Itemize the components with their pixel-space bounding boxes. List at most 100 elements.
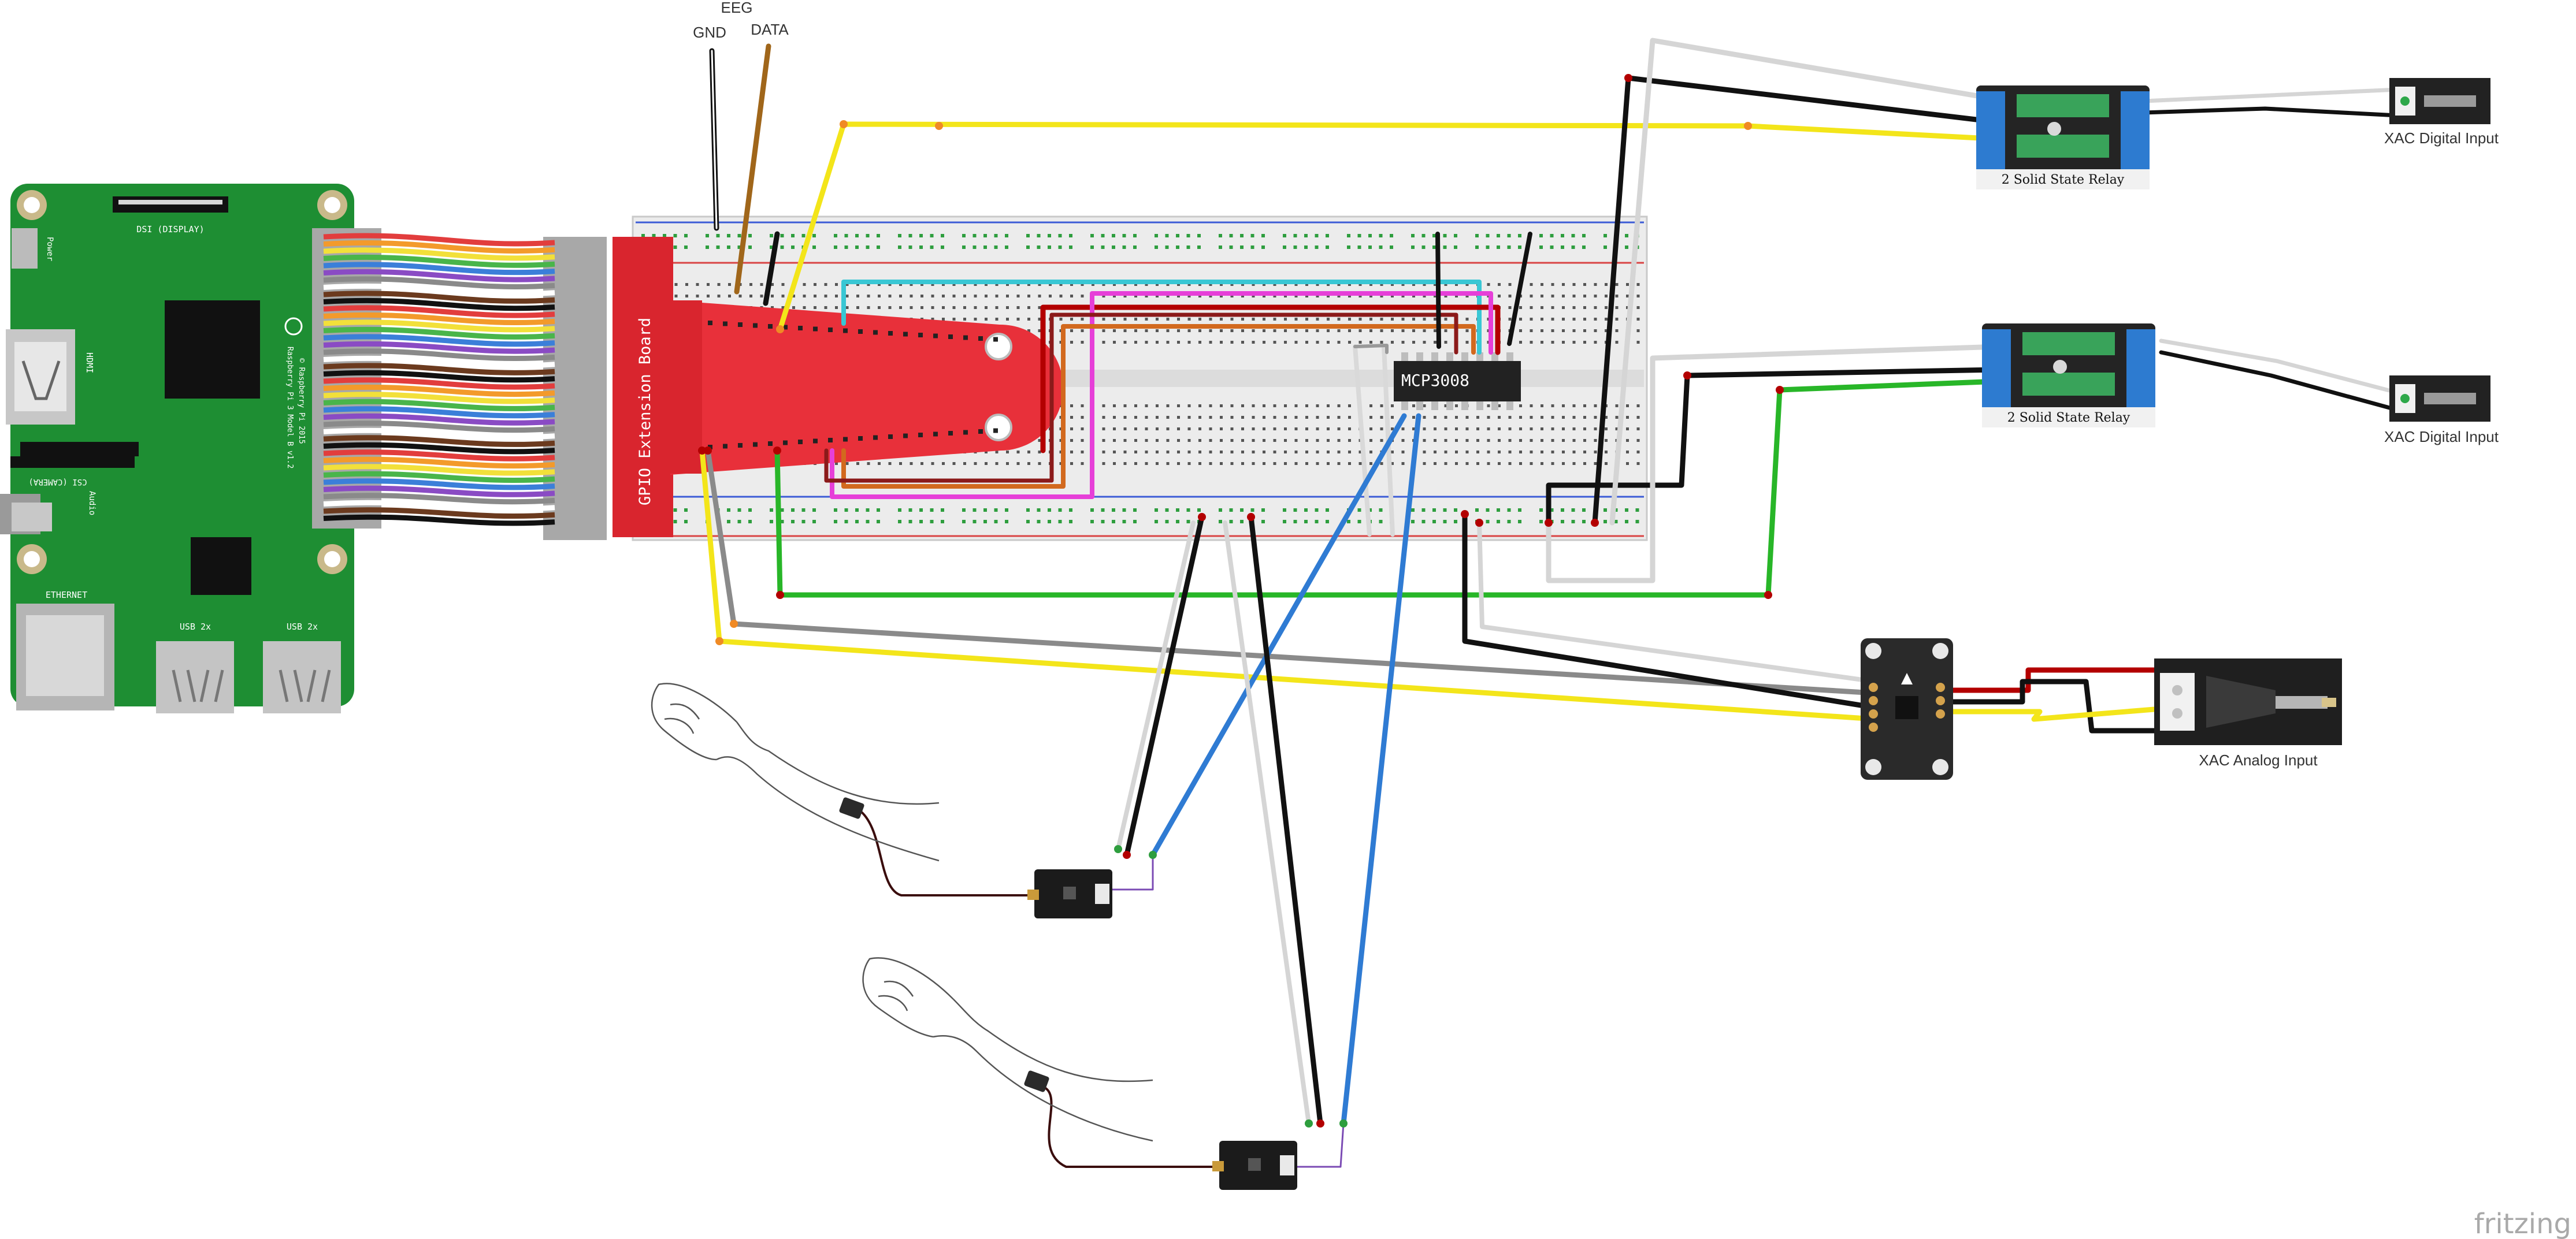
- rail-hole: [1155, 234, 1158, 237]
- rail-hole: [1090, 520, 1094, 523]
- rail-hole: [1261, 234, 1265, 237]
- strip-hole: [1166, 427, 1170, 430]
- strip-hole: [1348, 295, 1351, 297]
- ext-pin: [993, 428, 998, 433]
- rail-hole: [1122, 520, 1126, 523]
- rail-hole: [1454, 520, 1457, 523]
- ribbon-stripe: [323, 464, 555, 476]
- strip-hole: [1134, 404, 1137, 407]
- rail-hole: [770, 234, 773, 237]
- strip-hole: [1156, 427, 1159, 430]
- strip-hole: [867, 295, 870, 297]
- rail-hole: [1090, 508, 1094, 512]
- strip-hole: [1412, 329, 1415, 332]
- strip-hole: [771, 306, 774, 309]
- rail-hole: [1090, 245, 1094, 249]
- strip-hole: [1455, 416, 1458, 419]
- rail-hole: [930, 234, 934, 237]
- raspberry-pi-board-icon: DSI (DISPLAY) Power Raspberry Pi 3 Model…: [0, 184, 354, 713]
- strip-hole: [1519, 462, 1522, 465]
- ext-pin: [948, 431, 953, 436]
- strip-hole: [1123, 462, 1127, 465]
- wire-white-adc: [1477, 520, 1877, 684]
- strip-hole: [1209, 451, 1212, 453]
- strip-hole: [845, 462, 849, 465]
- strip-hole: [1530, 462, 1533, 465]
- ribbon-stripe: [323, 442, 555, 455]
- rail-hole: [919, 508, 923, 512]
- strip-hole: [1123, 427, 1127, 430]
- strip-hole: [1434, 283, 1437, 286]
- rail-hole: [1635, 520, 1639, 523]
- strip-hole: [1220, 318, 1223, 321]
- rail-hole: [973, 520, 977, 523]
- strip-hole: [1134, 427, 1137, 430]
- strip-hole: [910, 295, 913, 297]
- strip-hole: [1294, 427, 1298, 430]
- rail-hole: [770, 508, 773, 512]
- strip-hole: [1273, 416, 1276, 419]
- rail-hole: [1283, 520, 1286, 523]
- strip-hole: [1498, 295, 1501, 297]
- wire-black-chip-2: [1507, 232, 1532, 346]
- strip-hole: [1198, 462, 1201, 465]
- ext-pin: [978, 336, 983, 341]
- ribbon-stripe: [323, 500, 555, 512]
- strip-hole: [1337, 404, 1341, 407]
- wire-joint: [1744, 122, 1752, 130]
- strip-hole: [1145, 341, 1148, 344]
- strip-hole: [1230, 416, 1234, 419]
- strip-hole: [1434, 329, 1437, 332]
- strip-hole: [1605, 306, 1608, 309]
- rail-hole: [994, 508, 998, 512]
- strip-hole: [1241, 427, 1244, 430]
- rail-hole: [1432, 245, 1436, 249]
- rail-hole: [941, 245, 944, 249]
- rail-hole: [834, 234, 837, 237]
- strip-hole: [1273, 295, 1276, 297]
- strip-hole: [1038, 439, 1041, 442]
- wire-cyan: [841, 280, 1482, 355]
- rail-hole: [1133, 508, 1137, 512]
- strip-hole: [1380, 427, 1383, 430]
- strip-hole: [1348, 283, 1351, 286]
- strip-hole: [1027, 329, 1030, 332]
- rail-hole: [1069, 520, 1072, 523]
- rail-hole: [716, 234, 720, 237]
- rail-hole: [780, 245, 784, 249]
- strip-hole: [1156, 329, 1159, 332]
- strip-hole: [1551, 283, 1554, 286]
- wire-joint: [1305, 1119, 1313, 1128]
- rail-hole: [1048, 234, 1051, 237]
- rail-hole: [737, 245, 741, 249]
- rail-hole: [1069, 508, 1072, 512]
- ext-pin: [768, 324, 773, 329]
- strip-hole: [1337, 295, 1341, 297]
- strip-hole: [1348, 318, 1351, 321]
- strip-hole: [1626, 451, 1629, 453]
- strip-hole: [1636, 341, 1640, 344]
- strip-hole: [1369, 416, 1372, 419]
- rail-hole: [908, 245, 912, 249]
- strip-hole: [1134, 462, 1137, 465]
- strip-hole: [1434, 341, 1437, 344]
- strip-hole: [1198, 439, 1201, 442]
- strip-hole: [1572, 439, 1576, 442]
- rail-hole: [1411, 508, 1415, 512]
- rail-hole: [1026, 234, 1030, 237]
- strip-hole: [1444, 404, 1447, 407]
- wire-data-top: [734, 43, 771, 295]
- strip-hole: [1327, 404, 1330, 407]
- strip-hole: [1123, 341, 1127, 344]
- rail-hole: [1058, 234, 1062, 237]
- strip-hole: [1166, 451, 1170, 453]
- rail-hole: [1229, 520, 1233, 523]
- strip-hole: [1412, 318, 1415, 321]
- rail-hole: [727, 234, 730, 237]
- strip-hole: [1551, 295, 1554, 297]
- strip-hole: [1519, 416, 1522, 419]
- strip-hole: [1455, 439, 1458, 442]
- strip-hole: [1220, 439, 1223, 442]
- strip-hole: [1337, 439, 1341, 442]
- rail-hole: [1357, 508, 1361, 512]
